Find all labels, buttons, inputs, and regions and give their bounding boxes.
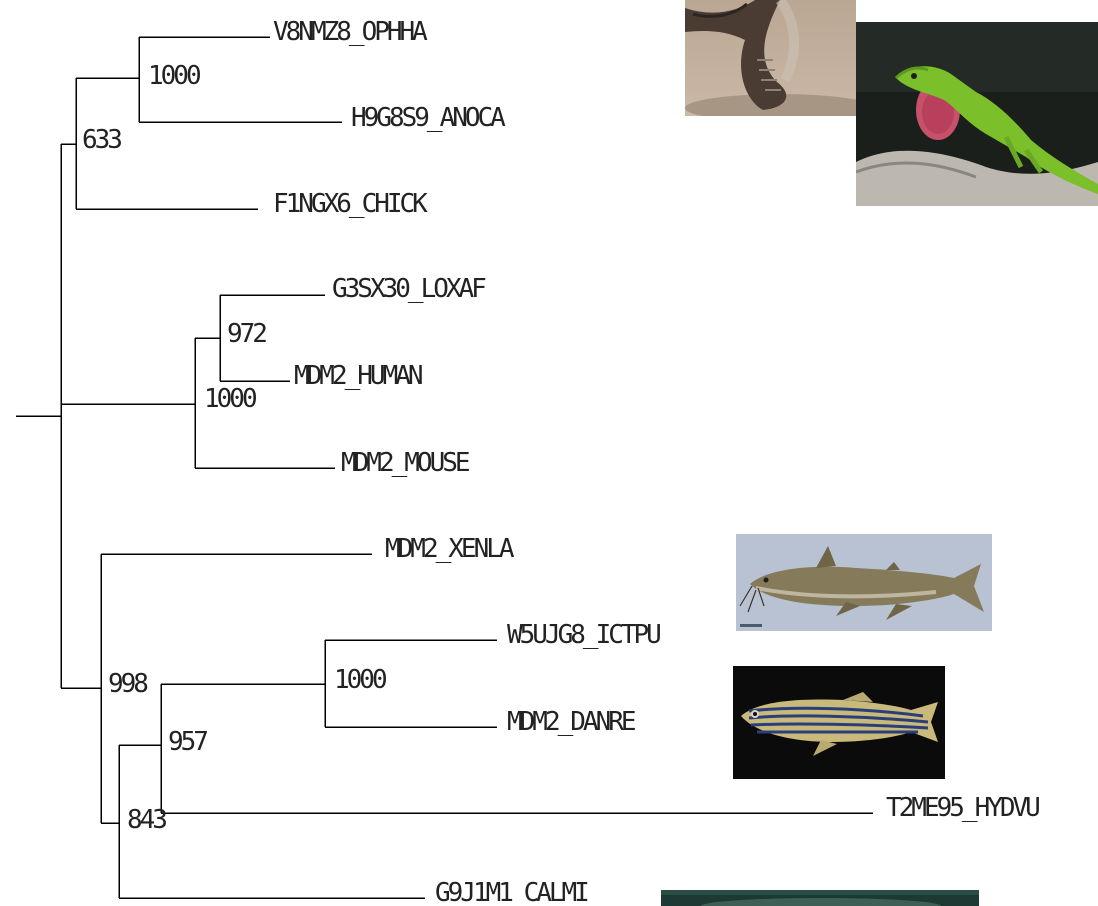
leaf-label-anoca: H9G8S9_ANOCA: [351, 103, 506, 133]
leaf-label-xenla: MDM2_XENLA: [385, 534, 515, 564]
leaf-label-loxaf: G3SX30_LOXAF: [332, 274, 486, 304]
leaf-label-human: MDM2_HUMAN: [294, 361, 422, 391]
snake-photo: [685, 0, 856, 116]
bootstrap-value: 843: [127, 805, 166, 835]
bootstrap-value: 972: [227, 319, 266, 349]
leaf-label-mouse: MDM2_MOUSE: [341, 448, 469, 478]
bootstrap-value: 633: [82, 125, 121, 155]
shark-photo: [661, 890, 979, 906]
leaf-label-calmi: G9J1M1_CALMI: [435, 878, 588, 906]
leaf-label-chick: F1NGX6_CHICK: [273, 189, 428, 219]
leaf-label-ictpu: W5UJG8_ICTPU: [507, 620, 660, 650]
anole-lizard-photo: [856, 22, 1098, 206]
zebrafish-photo: [733, 666, 945, 779]
bootstrap-value: 1000: [204, 384, 256, 414]
bootstrap-value: 1000: [148, 61, 200, 91]
bootstrap-value: 998: [108, 669, 147, 699]
bootstrap-value: 957: [168, 727, 207, 757]
leaf-label-hydvu: T2ME95_HYDVU: [886, 793, 1039, 823]
leaf-label-danre: MDM2_DANRE: [507, 707, 635, 737]
catfish-photo: [736, 534, 992, 631]
leaf-label-ophha: V8NMZ8_OPHHA: [273, 17, 428, 47]
bootstrap-value: 1000: [334, 665, 386, 695]
